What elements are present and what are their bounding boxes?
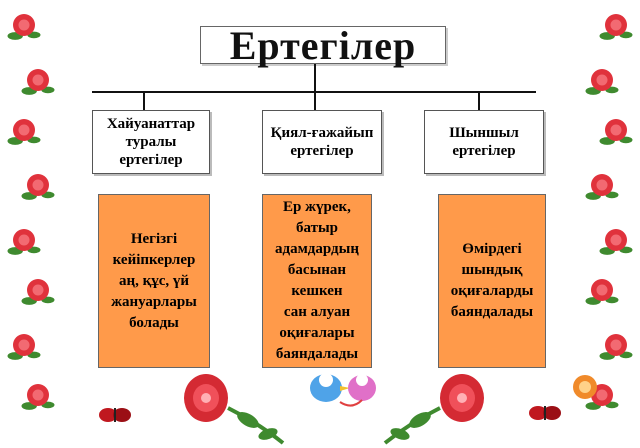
description-line: Өмірдегі <box>462 241 522 257</box>
rose-icon <box>383 374 484 445</box>
branch-line-right <box>478 92 480 110</box>
butterfly-icon <box>99 408 131 422</box>
rose-center-icon <box>610 19 622 31</box>
category-label-line: Хайуанаттар <box>106 116 196 132</box>
description-line: кешкен <box>291 283 343 299</box>
rose-center-icon <box>610 124 622 136</box>
description-line: адамдардың <box>275 241 359 257</box>
description-line: аң, құс, үй <box>118 272 190 289</box>
birds-icon <box>310 373 376 407</box>
rose-center-icon <box>32 284 44 296</box>
description-line: жануарлары <box>111 293 197 310</box>
category-label-line: ертегілер <box>452 143 516 159</box>
rose-center-icon <box>610 339 622 351</box>
rose-border-icon <box>585 14 633 410</box>
description-animal-tales: Негізгі кейіпкерлер аң, құс, үй жануарла… <box>98 194 210 368</box>
category-animal-tales: Хайуанаттар туралы ертегілер <box>92 110 210 174</box>
description-line: оқиғалары <box>279 325 355 341</box>
rose-center-icon <box>596 284 608 296</box>
description-line: болады <box>129 314 179 331</box>
rose-center-icon <box>610 234 622 246</box>
description-line: оқиғаларды <box>450 283 534 299</box>
description-realistic-tales: Өмірдегі шындық оқиғаларды баяндалады <box>438 194 546 368</box>
rose-center-icon <box>18 339 30 351</box>
category-fantasy-tales: Қиял-ғажайып ертегілер <box>262 110 382 174</box>
category-label-line: туралы <box>125 134 177 150</box>
category-realistic-tales: Шыншыл ертегілер <box>424 110 544 174</box>
rose-center-icon <box>32 74 44 86</box>
branch-line-left <box>143 92 145 110</box>
rose-center-icon <box>18 19 30 31</box>
category-label-line: Қиял-ғажайып <box>270 125 374 141</box>
description-line: шындық <box>461 262 523 278</box>
rose-center-icon <box>596 179 608 191</box>
rose-center-icon <box>32 389 44 401</box>
description-fantasy-tales: Ер жүрек, батыр адамдардың басынан кешке… <box>262 194 372 368</box>
title-stem-line <box>314 64 316 92</box>
rose-center-icon <box>596 74 608 86</box>
rose-center-icon <box>18 234 30 246</box>
category-label-line: ертегілер <box>119 152 183 168</box>
description-line: баяндалады <box>450 304 534 320</box>
description-line: баяндалады <box>275 346 359 362</box>
rose-center-icon <box>596 389 608 401</box>
corner-badge-icon <box>573 375 597 399</box>
description-line: Негізгі <box>130 230 178 247</box>
description-line: Ер жүрек, <box>283 199 351 215</box>
right-floral-border <box>580 0 640 448</box>
rose-center-icon <box>32 179 44 191</box>
rose-border-icon <box>7 14 55 410</box>
butterfly-icon <box>529 406 561 420</box>
description-line: сан алуан <box>283 304 351 320</box>
description-line: басынан <box>287 262 347 278</box>
page-title: Ертегілер <box>200 23 446 68</box>
description-line: кейіпкерлер <box>112 251 196 268</box>
branch-line-center <box>314 92 316 110</box>
description-line: батыр <box>295 220 339 236</box>
category-label-line: ертегілер <box>290 143 354 159</box>
left-floral-border <box>0 0 60 448</box>
rose-center-icon <box>18 124 30 136</box>
category-label-line: Шыншыл <box>449 125 519 141</box>
rose-icon <box>184 374 285 445</box>
